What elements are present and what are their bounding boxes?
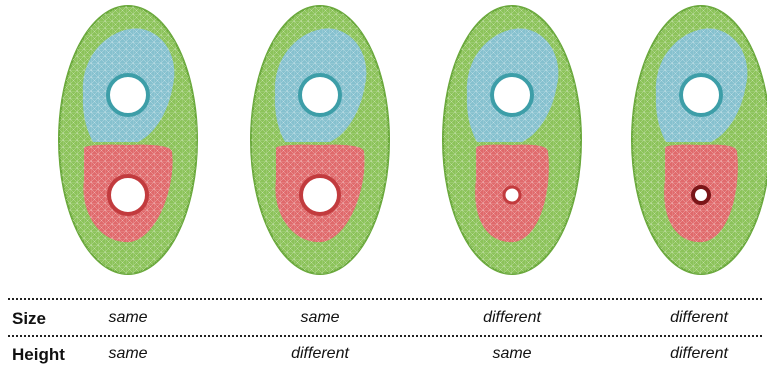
row-label-height: Height <box>12 345 65 364</box>
bottom-hole-3 <box>502 185 522 205</box>
height-cell-3: same <box>492 345 532 362</box>
top-hole-2 <box>298 73 342 117</box>
top-hole-4 <box>679 73 723 117</box>
mesh-panel-3 <box>442 5 582 275</box>
bottom-hole-4 <box>691 185 711 205</box>
mesh-overlay-2 <box>251 6 389 274</box>
mesh-panel-1 <box>58 5 198 275</box>
mesh-overlay-3 <box>443 6 581 274</box>
mesh-panel-4 <box>631 5 767 275</box>
table-divider-top <box>8 298 762 300</box>
bottom-hole-2 <box>299 174 341 216</box>
mesh-panels-figure <box>58 5 767 275</box>
height-cell-1: same <box>108 345 148 362</box>
mesh-panel-2 <box>250 5 390 275</box>
height-cell-4: different <box>670 345 728 362</box>
height-cell-2: different <box>291 345 349 362</box>
mesh-overlay-1 <box>59 6 197 274</box>
size-cell-3: different <box>483 309 541 326</box>
table-divider-middle <box>8 335 762 337</box>
top-hole-3 <box>490 73 534 117</box>
size-cell-1: same <box>108 309 148 326</box>
top-hole-1 <box>106 73 150 117</box>
mesh-overlay-4 <box>632 6 767 274</box>
row-label-size: Size <box>12 309 47 328</box>
size-cell-2: same <box>300 309 340 326</box>
size-cell-4: different <box>670 309 728 326</box>
bottom-hole-1 <box>107 174 149 216</box>
